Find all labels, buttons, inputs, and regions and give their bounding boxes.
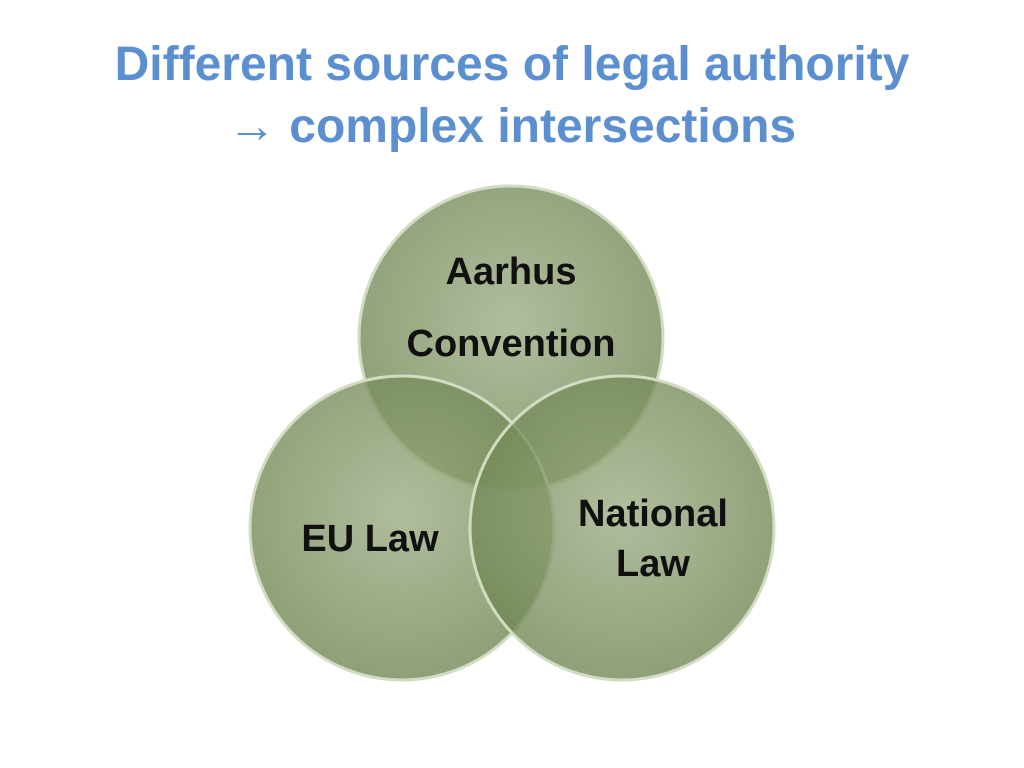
label-eu-law: EU Law [301,518,439,560]
title-line-2: → complex intersections [227,100,797,153]
title-line-1: Different sources of legal authority [114,38,910,91]
slide-title: Different sources of legal authority → c… [0,34,1024,158]
label-aarhus-line-1: Aarhus [446,251,577,293]
circle-national-law [468,374,776,682]
label-aarhus-line-2: Convention [407,323,616,365]
label-national-line-2: Law [616,543,690,585]
label-national-line-1: National [578,493,728,535]
